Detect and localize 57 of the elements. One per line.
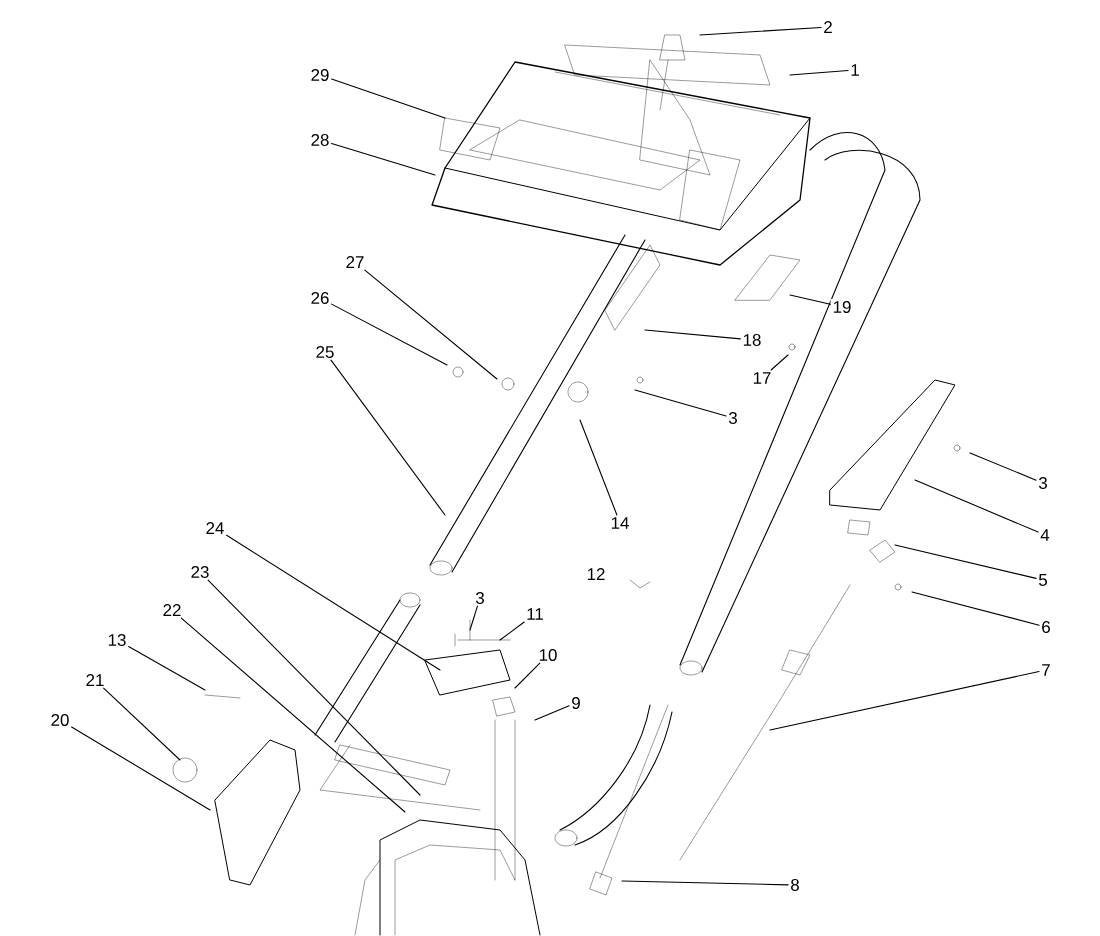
callout-number: 24 bbox=[203, 520, 227, 536]
leader-line bbox=[71, 726, 211, 811]
callout-number: 2 bbox=[821, 19, 835, 35]
leader-line bbox=[644, 329, 741, 340]
callout-number: 25 bbox=[313, 344, 337, 360]
callout-number: 21 bbox=[83, 672, 107, 688]
callout-number: 3 bbox=[1036, 475, 1050, 491]
leader-line bbox=[699, 26, 822, 36]
leader-line bbox=[330, 359, 446, 516]
callout-number: 11 bbox=[524, 606, 546, 622]
leader-line bbox=[331, 303, 448, 366]
leader-line bbox=[128, 646, 206, 691]
leader-line bbox=[331, 78, 446, 119]
leader-line bbox=[207, 579, 421, 796]
leader-line bbox=[534, 705, 570, 721]
callout-number: 27 bbox=[343, 254, 367, 270]
callout-number: 26 bbox=[308, 290, 332, 306]
leader-line bbox=[514, 662, 541, 689]
callout-number: 9 bbox=[569, 695, 583, 711]
callout-number: 3 bbox=[473, 590, 487, 606]
leader-line bbox=[364, 269, 498, 380]
callout-number: 23 bbox=[188, 564, 212, 580]
leader-line bbox=[634, 389, 727, 417]
callout-number: 4 bbox=[1038, 527, 1052, 543]
callout-number: 19 bbox=[830, 299, 854, 315]
leader-line bbox=[789, 294, 831, 305]
callout-number: 7 bbox=[1039, 662, 1053, 678]
leader-line bbox=[226, 534, 441, 671]
callout-number: 6 bbox=[1039, 619, 1053, 635]
callout-number: 14 bbox=[608, 515, 632, 531]
callout-number: 28 bbox=[308, 132, 332, 148]
callout-number: 13 bbox=[105, 632, 129, 648]
callout-number: 1 bbox=[848, 62, 862, 78]
leader-line bbox=[103, 687, 181, 761]
leader-line bbox=[331, 143, 436, 176]
leader-line bbox=[621, 880, 789, 886]
leader-line bbox=[469, 605, 478, 631]
callout-number: 17 bbox=[750, 370, 774, 386]
callout-number: 8 bbox=[788, 877, 802, 893]
leader-line bbox=[499, 621, 525, 641]
callout-number: 12 bbox=[587, 568, 605, 580]
callout-number: 22 bbox=[160, 602, 184, 618]
callout-number: 10 bbox=[536, 647, 560, 663]
callout-number: 29 bbox=[308, 67, 332, 83]
callout-number: 3 bbox=[726, 410, 740, 426]
leader-line bbox=[894, 544, 1037, 579]
leader-line bbox=[579, 419, 618, 516]
leader-line bbox=[180, 617, 406, 813]
leader-line bbox=[914, 479, 1039, 533]
leader-line bbox=[769, 670, 1040, 731]
leader-line bbox=[770, 354, 789, 371]
callout-number: 20 bbox=[48, 712, 72, 728]
leader-line bbox=[789, 70, 849, 76]
leader-line bbox=[911, 591, 1040, 626]
leader-line bbox=[969, 452, 1037, 481]
callout-number: 18 bbox=[740, 332, 764, 348]
callout-number: 5 bbox=[1036, 572, 1050, 588]
